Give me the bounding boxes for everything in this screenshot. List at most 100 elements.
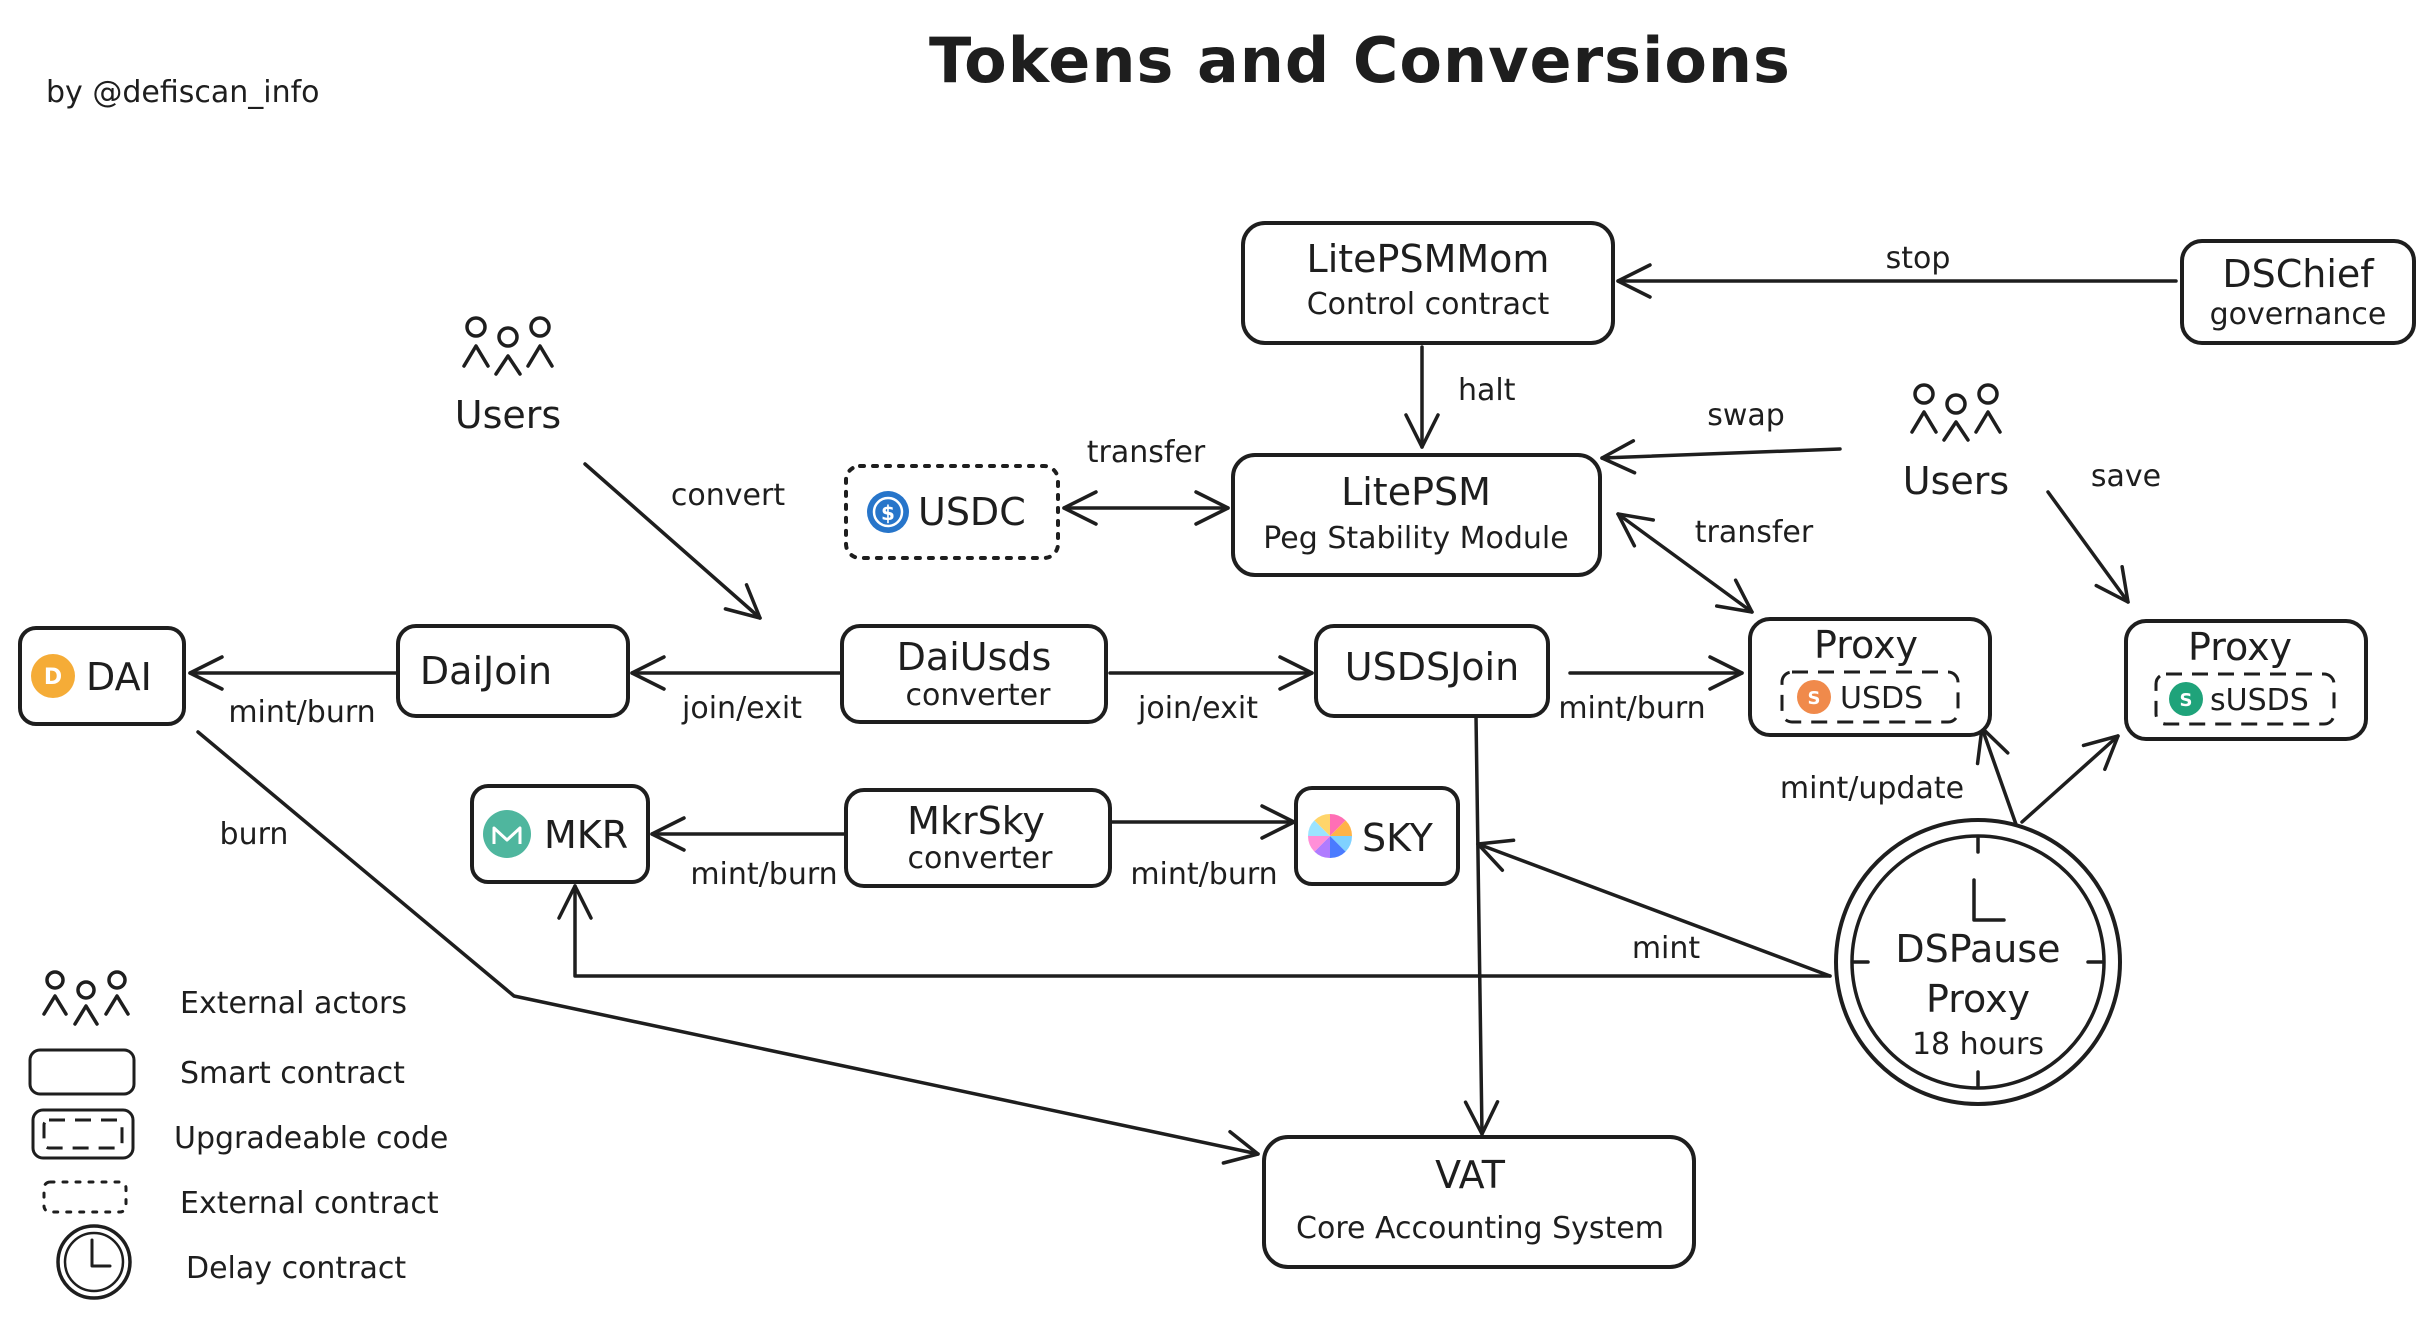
node-dspause: DSPause Proxy 18 hours (1834, 818, 2122, 1106)
node-proxy-susds-token: sUSDS (2210, 683, 2309, 718)
edge-label-dspause-mint: mint (1632, 931, 1701, 966)
upgradeable-code-icon (31, 1108, 135, 1160)
edge-convert (583, 462, 762, 620)
usdc-coin-icon: $ (867, 491, 909, 533)
users-icon (1910, 383, 2002, 442)
edge-dspause-proxy-susds (2020, 734, 2120, 824)
node-proxy-usds-title: Proxy (1814, 623, 1918, 667)
clock-icon (56, 1224, 132, 1300)
edge-dspause-sky (1476, 838, 1832, 978)
node-mkrsky-title: MkrSky (907, 799, 1045, 843)
legend-label-external-actors: External actors (180, 986, 407, 1021)
page-title: Tokens and Conversions (929, 24, 1791, 97)
users-icon (462, 316, 554, 376)
external-contract-icon (42, 1180, 128, 1214)
node-users-right: Users (1903, 383, 2009, 503)
edge-label-transfer-usdc: transfer (1087, 435, 1206, 470)
edge-label-halt: halt (1458, 373, 1516, 408)
edge-label-usdsjoin-proxy: mint/burn (1558, 691, 1705, 726)
svg-text:$: $ (881, 501, 895, 525)
node-proxy-susds-title: Proxy (2188, 625, 2292, 669)
edge-label-mkrsky-mkr: mint/burn (690, 857, 837, 892)
node-dschief: DSChief governance (2180, 239, 2416, 345)
edge-label-daiusds-daijoin: join/exit (681, 691, 802, 726)
node-usdc: $ USDC (844, 464, 1060, 560)
node-sky-title: SKY (1362, 816, 1434, 860)
edge-swap (1600, 439, 1842, 475)
smart-contract-icon (28, 1048, 136, 1096)
edge-label-stop: stop (1886, 241, 1951, 276)
legend-item-external-contract: External contract (42, 1180, 439, 1221)
node-proxy-usds: Proxy S USDS (1748, 617, 1992, 737)
dai-coin-icon: D (31, 654, 75, 698)
node-proxy-usds-token: USDS (1840, 681, 1923, 716)
legend-item-upgradeable-code: Upgradeable code (31, 1108, 448, 1160)
node-usdc-title: USDC (918, 490, 1026, 534)
svg-text:D: D (44, 665, 62, 690)
byline: by @defiscan_info (46, 75, 320, 110)
legend: External actors Smart contract Upgradeab… (28, 970, 448, 1300)
node-dschief-subtitle: governance (2210, 297, 2387, 332)
node-dspause-title2: Proxy (1926, 977, 2030, 1021)
node-litepsm: LitePSM Peg Stability Module (1231, 453, 1602, 577)
mkr-coin-icon (483, 810, 531, 858)
node-litepsm-subtitle: Peg Stability Module (1263, 521, 1568, 556)
node-daijoin-title: DaiJoin (420, 649, 552, 693)
node-vat-subtitle: Core Accounting System (1296, 1211, 1664, 1246)
edge-label-mkrsky-sky: mint/burn (1130, 857, 1277, 892)
edge-dai-vat (196, 730, 1260, 1165)
edge-label-save: save (2091, 459, 2161, 494)
node-dai-title: DAI (86, 655, 152, 699)
svg-text:S: S (1808, 688, 1821, 709)
node-mkr-title: MKR (544, 813, 628, 857)
legend-label-delay-contract: Delay contract (186, 1251, 406, 1286)
svg-text:S: S (2180, 690, 2193, 711)
edge-transfer-proxy (1616, 512, 1754, 614)
legend-item-delay-contract: Delay contract (56, 1224, 406, 1300)
node-litepsmmom-title: LitePSMMom (1307, 237, 1550, 281)
node-daiusds: DaiUsds converter (840, 624, 1108, 724)
node-mkr: MKR (470, 784, 650, 884)
node-users-left-title: Users (455, 393, 561, 437)
node-sky: SKY (1294, 786, 1460, 886)
legend-label-external-contract: External contract (180, 1186, 439, 1221)
node-dschief-title: DSChief (2222, 252, 2375, 296)
node-mkrsky-subtitle: converter (908, 841, 1054, 876)
edge-label-transfer-proxy: transfer (1695, 515, 1814, 550)
edge-dspause-mkr (557, 884, 1832, 978)
users-icon (42, 970, 130, 1026)
susds-coin-icon: S (2169, 682, 2203, 716)
node-daijoin: DaiJoin (396, 624, 630, 718)
node-mkrsky: MkrSky converter (844, 788, 1112, 888)
node-users-left: Users (455, 316, 561, 437)
node-vat-title: VAT (1435, 1153, 1506, 1197)
node-dspause-title: DSPause (1895, 927, 2060, 971)
node-dai: D DAI (18, 626, 186, 726)
edge-label-dspause-proxy: mint/update (1780, 771, 1964, 806)
edge-usdsjoin-vat (1463, 714, 1500, 1136)
node-daiusds-title: DaiUsds (897, 635, 1052, 679)
node-users-right-title: Users (1903, 459, 2009, 503)
edge-label-daijoin-dai: mint/burn (228, 695, 375, 730)
legend-label-smart-contract: Smart contract (180, 1056, 405, 1091)
node-usdsjoin: USDSJoin (1314, 624, 1550, 718)
node-litepsm-title: LitePSM (1341, 470, 1491, 514)
usds-coin-icon: S (1797, 680, 1831, 714)
node-vat: VAT Core Accounting System (1262, 1135, 1696, 1269)
edge-save (2046, 490, 2130, 604)
node-daiusds-subtitle: converter (906, 678, 1052, 713)
legend-item-external-actors: External actors (42, 970, 407, 1026)
sky-pinwheel-icon (1307, 813, 1353, 859)
edge-dspause-proxy-usds (1975, 726, 2020, 832)
edge-label-convert: convert (671, 478, 785, 513)
node-proxy-susds: Proxy S sUSDS (2124, 619, 2368, 741)
node-usdsjoin-title: USDSJoin (1345, 645, 1519, 689)
node-dspause-subtitle: 18 hours (1912, 1027, 2044, 1062)
legend-item-smart-contract: Smart contract (28, 1048, 405, 1096)
node-litepsmmom: LitePSMMom Control contract (1241, 221, 1615, 345)
edge-label-daiusds-usdsjoin: join/exit (1137, 691, 1258, 726)
legend-label-upgradeable-code: Upgradeable code (174, 1121, 448, 1156)
node-litepsmmom-subtitle: Control contract (1307, 287, 1550, 322)
